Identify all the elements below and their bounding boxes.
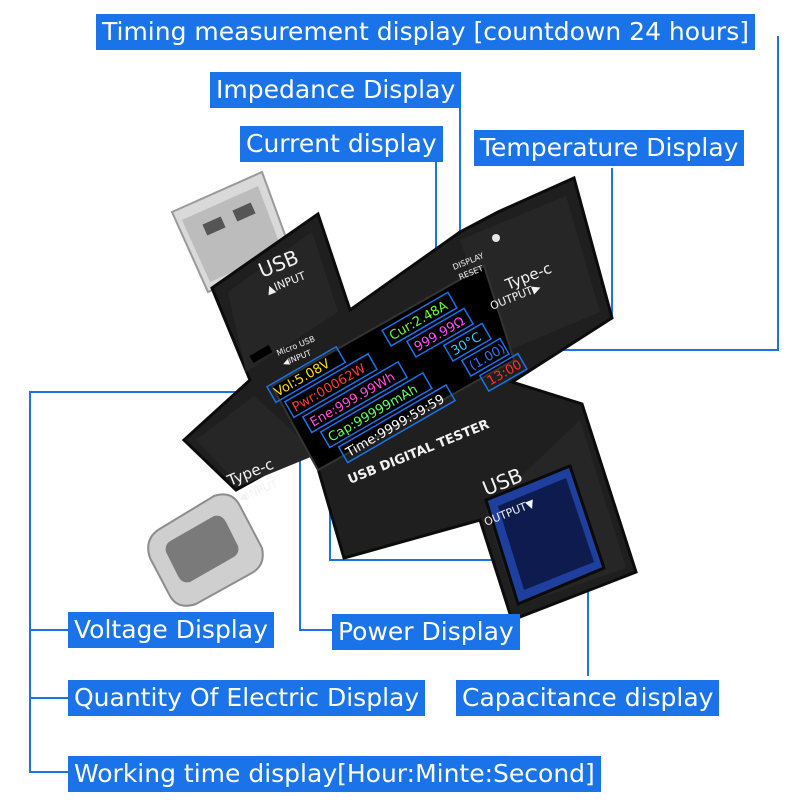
callout-quantity: Quantity Of Electric Display xyxy=(68,680,426,716)
leader-voltage xyxy=(29,391,300,773)
device-body xyxy=(181,175,638,622)
callout-voltage: Voltage Display xyxy=(68,612,274,648)
callout-temperature: Temperature Display xyxy=(474,130,745,166)
display-reset-dot[interactable] xyxy=(492,234,500,242)
type-c-plug xyxy=(147,493,264,607)
callout-working-time: Working time display[Hour:Minte:Second] xyxy=(68,756,601,792)
leader-power xyxy=(299,400,332,631)
callout-power: Power Display xyxy=(332,614,520,650)
callout-impedance: Impedance Display xyxy=(210,72,462,108)
callout-current: Current display xyxy=(240,126,443,162)
callout-capacitance: Capacitance display xyxy=(456,680,720,716)
callout-timing: Timing measurement display [countdown 24… xyxy=(96,14,755,50)
